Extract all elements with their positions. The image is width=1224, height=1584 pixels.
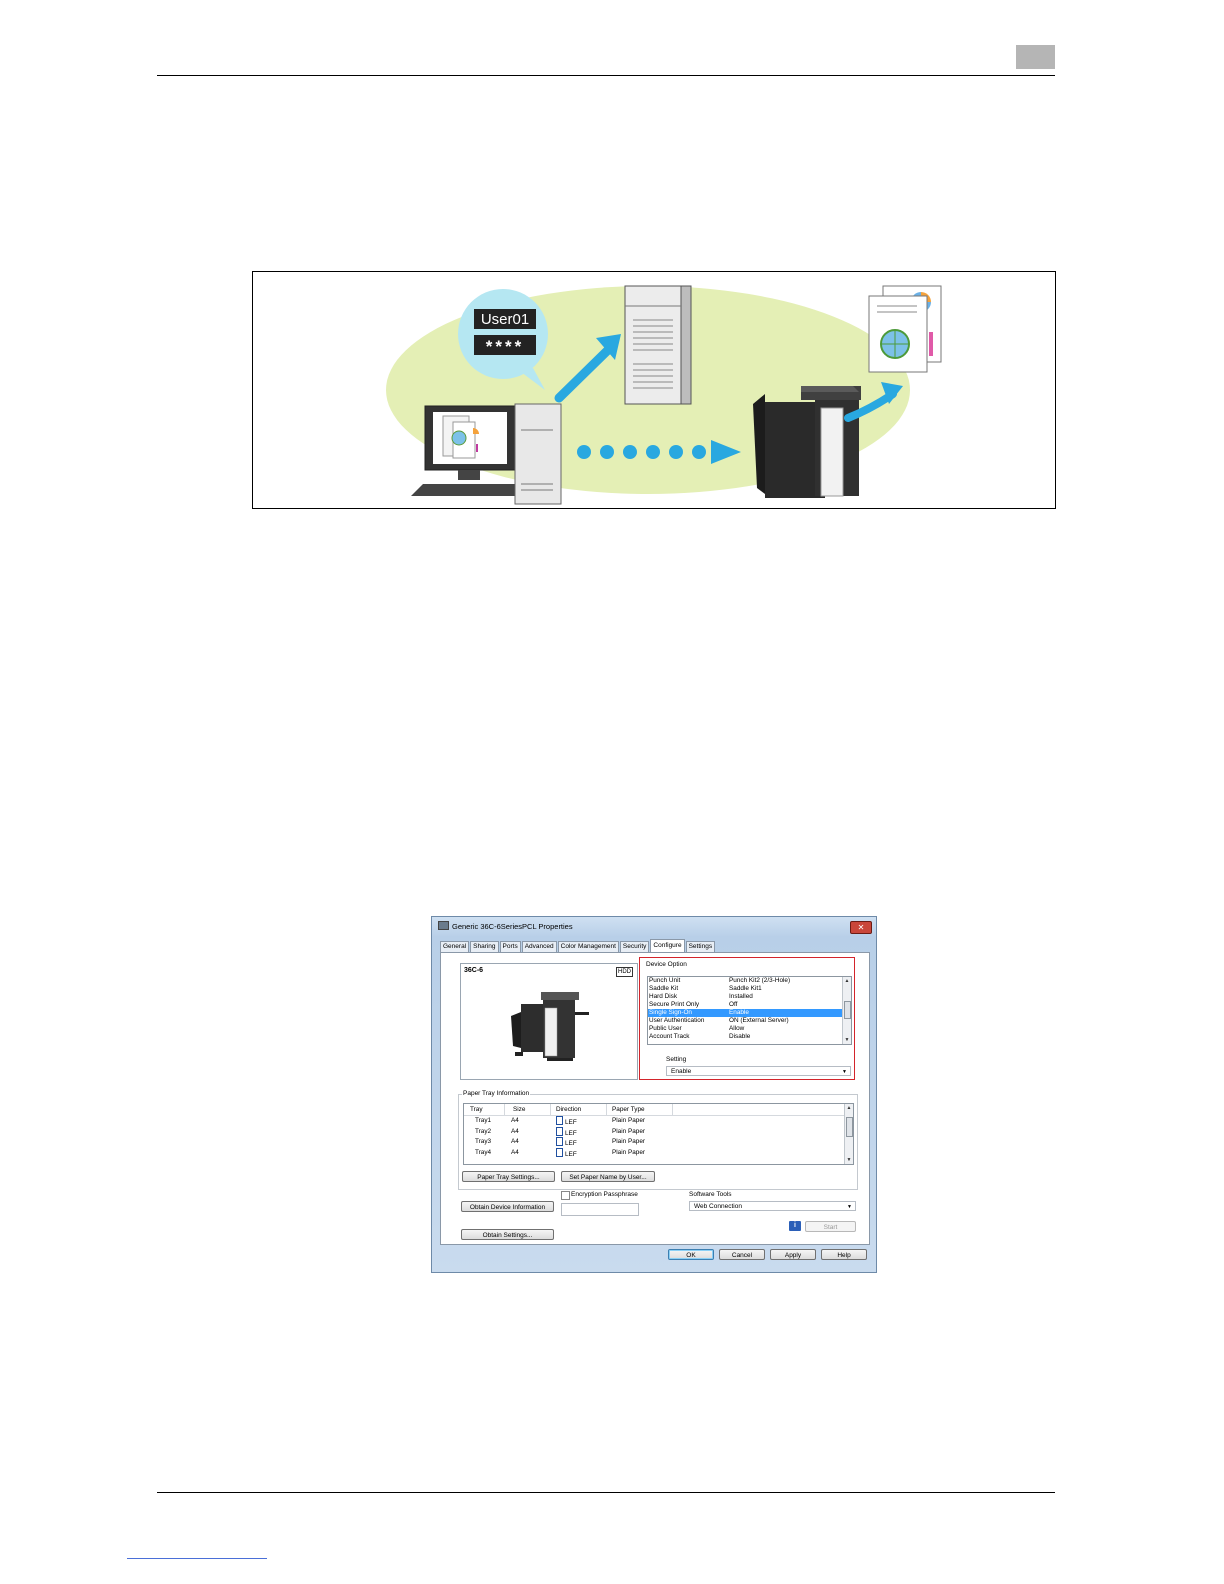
encryption-label: Encryption Passphrase <box>571 1191 638 1198</box>
page-icon <box>556 1116 563 1125</box>
device-image-box: 36C-6 HDD <box>460 963 638 1080</box>
paper-tray-header: Tray Size Direction Paper Type <box>464 1104 853 1116</box>
software-tools-value: Web Connection <box>694 1203 742 1210</box>
page-icon <box>556 1126 563 1136</box>
printer-properties-dialog: Generic 36C-6SeriesPCL Properties ✕ Gene… <box>431 916 877 1273</box>
page-icon <box>556 1147 563 1157</box>
auth-server <box>624 285 692 405</box>
start-button[interactable]: Start <box>805 1221 856 1232</box>
device-option-label: Device Option <box>646 961 687 968</box>
sso-diagram: User01 **** <box>386 285 942 505</box>
tab-advanced[interactable]: Advanced <box>521 941 557 952</box>
user-id-box <box>474 309 536 329</box>
column-header-direction[interactable]: Direction <box>556 1106 582 1113</box>
chevron-down-icon: ▼ <box>842 1069 847 1075</box>
cancel-button[interactable]: Cancel <box>719 1249 765 1260</box>
password-text: **** <box>486 337 524 356</box>
software-tools-label: Software Tools <box>689 1191 732 1198</box>
printer-icon <box>438 921 449 930</box>
setting-label: Setting <box>666 1056 687 1063</box>
tab-configure[interactable]: Configure <box>650 939 685 952</box>
obtain-device-information-button[interactable]: Obtain Device Information <box>461 1201 554 1212</box>
footer-rule <box>157 1492 1055 1493</box>
scroll-down-icon[interactable]: ▼ <box>844 1037 850 1043</box>
setting-select[interactable]: Enable ▼ <box>666 1066 851 1076</box>
obtain-settings-button[interactable]: Obtain Settings... <box>461 1229 554 1240</box>
tab-security[interactable]: Security <box>619 941 650 952</box>
hdd-badge: HDD <box>616 967 633 977</box>
dialog-title: Generic 36C-6SeriesPCL Properties <box>452 922 573 931</box>
printed-pages <box>868 285 942 373</box>
sso-illustration: User01 **** <box>252 271 1056 509</box>
scroll-down-icon[interactable]: ▼ <box>846 1157 852 1163</box>
tab-general[interactable]: General <box>440 941 470 952</box>
info-icon[interactable]: i <box>789 1221 801 1231</box>
paper-tray-scrollbar[interactable]: ▲ ▼ <box>844 1104 853 1164</box>
scroll-up-icon[interactable]: ▲ <box>846 1105 852 1111</box>
paper-tray-group: Paper Tray Information Tray Size Directi… <box>458 1090 858 1190</box>
column-header-paper-type[interactable]: Paper Type <box>612 1106 645 1113</box>
chapter-tab-box <box>1016 45 1055 69</box>
chevron-down-icon: ▼ <box>847 1204 852 1210</box>
tab-sharing[interactable]: Sharing <box>470 941 499 952</box>
client-pc <box>411 403 562 505</box>
scroll-thumb[interactable] <box>844 1001 851 1019</box>
tab-ports[interactable]: Ports <box>499 941 521 952</box>
close-button[interactable]: ✕ <box>850 921 872 934</box>
password-box <box>474 335 536 355</box>
page-icon <box>556 1137 563 1146</box>
column-header-size[interactable]: Size <box>513 1106 526 1113</box>
setting-value: Enable <box>671 1068 692 1075</box>
user-id-text: User01 <box>481 311 529 328</box>
ok-button[interactable]: OK <box>668 1249 714 1260</box>
credential-bubble <box>458 289 548 379</box>
tab-settings[interactable]: Settings <box>685 941 716 952</box>
scroll-thumb[interactable] <box>846 1117 853 1137</box>
footer-link-underline[interactable] <box>127 1558 267 1559</box>
set-paper-name-button[interactable]: Set Paper Name by User... <box>561 1171 655 1182</box>
model-name: 36C-6 <box>464 967 484 974</box>
encryption-checkbox[interactable] <box>561 1191 570 1200</box>
tab-color-management[interactable]: Color Management <box>557 941 619 952</box>
column-header-tray[interactable]: Tray <box>470 1106 483 1113</box>
paper-tray-settings-button[interactable]: Paper Tray Settings... <box>462 1171 555 1182</box>
dialog-title-bar: Generic 36C-6SeriesPCL Properties <box>438 919 573 935</box>
encryption-passphrase-input[interactable] <box>561 1203 639 1216</box>
mfp-thumbnail <box>511 992 589 1061</box>
paper-tray-label: Paper Tray Information <box>462 1090 531 1097</box>
help-button[interactable]: Help <box>821 1249 867 1260</box>
mfp-device <box>753 386 861 498</box>
apply-button[interactable]: Apply <box>770 1249 816 1260</box>
device-option-scrollbar[interactable]: ▲ ▼ <box>842 977 851 1044</box>
tab-strip: General Sharing Ports Advanced Color Man… <box>440 939 716 952</box>
software-tools-select[interactable]: Web Connection ▼ <box>689 1201 856 1211</box>
scroll-up-icon[interactable]: ▲ <box>844 978 850 984</box>
header-rule <box>157 75 1055 76</box>
